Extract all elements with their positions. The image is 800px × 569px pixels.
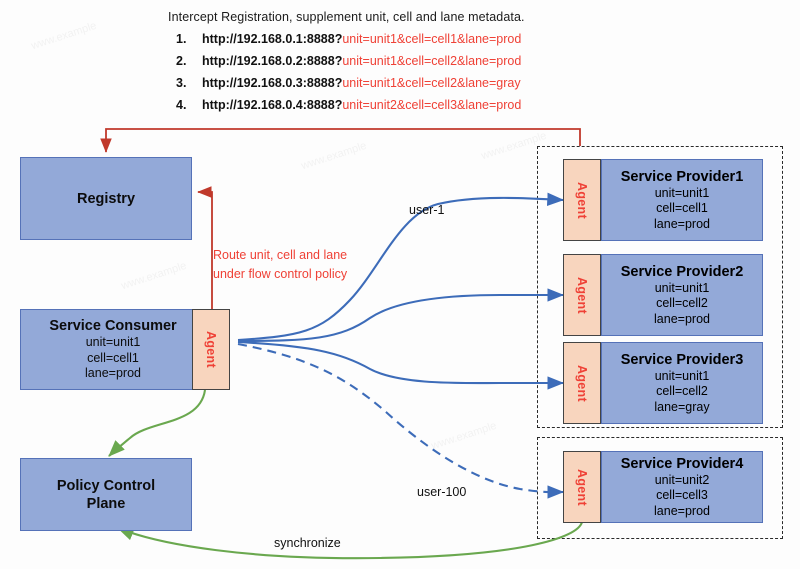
- provider4-body: Service Provider4 unit=unit2 cell=cell3 …: [601, 451, 763, 523]
- provider1-agent[interactable]: Agent: [563, 159, 601, 241]
- url-list-item: 2. http://192.168.0.2:8888? unit=unit1&c…: [168, 54, 638, 69]
- url-base: http://192.168.0.2:8888?: [202, 54, 343, 68]
- url-number: 2.: [176, 54, 187, 68]
- watermark: www.example: [119, 259, 189, 293]
- arrow-route-provider2: [237, 288, 565, 343]
- provider3-agent-label: Agent: [575, 364, 589, 402]
- provider3-agent[interactable]: Agent: [563, 342, 601, 424]
- url-query: unit=unit1&cell=cell1&lane=prod: [342, 32, 522, 46]
- provider1-body: Service Provider1 unit=unit1 cell=cell1 …: [601, 159, 763, 241]
- provider2-agent-label: Agent: [575, 276, 589, 314]
- url-number: 1.: [176, 32, 187, 46]
- arrow-route-user100-provider4: [237, 342, 565, 499]
- node-service-provider-3[interactable]: Agent Service Provider3 unit=unit1 cell=…: [563, 342, 763, 424]
- url-query: unit=unit1&cell=cell2&lane=gray: [342, 76, 521, 90]
- url-list-item: 3. http://192.168.0.3:8888? unit=unit1&c…: [168, 76, 638, 91]
- provider4-agent-label: Agent: [575, 468, 589, 506]
- consumer-agent[interactable]: Agent: [192, 309, 230, 390]
- provider2-unit: unit=unit1: [654, 280, 710, 295]
- arrow-consumer-to-registry: [197, 186, 213, 313]
- arrow-consumer-to-policy: [108, 389, 207, 457]
- consumer-agent-label: Agent: [204, 331, 218, 368]
- route-policy-note-line1: Route unit, cell and lane: [213, 248, 348, 262]
- watermark: www.example: [429, 419, 499, 453]
- provider2-title: Service Provider2: [620, 263, 744, 280]
- provider1-title: Service Provider1: [620, 168, 744, 185]
- node-service-provider-2[interactable]: Agent Service Provider2 unit=unit1 cell=…: [563, 254, 763, 336]
- header-block: Intercept Registration, supplement unit,…: [168, 10, 638, 113]
- url-number: 3.: [176, 76, 187, 90]
- url-query: unit=unit2&cell=cell3&lane=prod: [342, 98, 522, 112]
- provider1-unit: unit=unit1: [654, 185, 710, 200]
- provider3-unit: unit=unit1: [654, 368, 710, 383]
- consumer-cell: cell=cell1: [87, 350, 139, 365]
- node-registry[interactable]: Registry: [20, 157, 192, 240]
- provider2-lane: lane=prod: [654, 311, 710, 326]
- watermark: www.example: [29, 19, 99, 53]
- provider2-cell: cell=cell2: [656, 296, 708, 311]
- consumer-lane: lane=prod: [85, 366, 141, 381]
- provider3-lane: lane=gray: [654, 399, 710, 414]
- label-synchronize: synchronize: [274, 536, 341, 550]
- provider3-body: Service Provider3 unit=unit1 cell=cell2 …: [601, 342, 763, 424]
- policy-title-line2: Plane: [86, 495, 126, 512]
- url-base: http://192.168.0.4:8888?: [202, 98, 343, 112]
- arrow-route-provider3: [237, 340, 565, 390]
- url-list-item: 4. http://192.168.0.4:8888? unit=unit2&c…: [168, 98, 638, 113]
- provider3-title: Service Provider3: [620, 351, 744, 368]
- provider4-title: Service Provider4: [620, 455, 744, 472]
- provider4-lane: lane=prod: [654, 503, 710, 518]
- label-user-100: user-100: [417, 485, 467, 499]
- header-title: Intercept Registration, supplement unit,…: [168, 10, 525, 24]
- url-number: 4.: [176, 98, 187, 112]
- provider1-agent-label: Agent: [575, 181, 589, 219]
- node-service-consumer[interactable]: Service Consumer unit=unit1 cell=cell1 l…: [20, 309, 206, 390]
- provider4-agent[interactable]: Agent: [563, 451, 601, 523]
- url-base: http://192.168.0.1:8888?: [202, 32, 343, 46]
- node-service-provider-1[interactable]: Agent Service Provider1 unit=unit1 cell=…: [563, 159, 763, 241]
- route-policy-note-line2: under flow control policy: [213, 267, 348, 281]
- registry-title: Registry: [76, 190, 136, 207]
- url-list-item: 1. http://192.168.0.1:8888? unit=unit1&c…: [168, 32, 638, 47]
- consumer-unit: unit=unit1: [85, 335, 141, 350]
- node-service-provider-4[interactable]: Agent Service Provider4 unit=unit2 cell=…: [563, 451, 763, 523]
- provider3-cell: cell=cell2: [656, 384, 708, 399]
- url-base: http://192.168.0.3:8888?: [202, 76, 343, 90]
- label-user-1: user-1: [409, 203, 445, 217]
- provider2-body: Service Provider2 unit=unit1 cell=cell2 …: [601, 254, 763, 336]
- consumer-title: Service Consumer: [49, 318, 177, 335]
- policy-title-line1: Policy Control: [56, 477, 156, 494]
- url-query: unit=unit1&cell=cell2&lane=prod: [342, 54, 522, 68]
- provider4-unit: unit=unit2: [654, 472, 710, 487]
- provider1-cell: cell=cell1: [656, 201, 708, 216]
- provider2-agent[interactable]: Agent: [563, 254, 601, 336]
- watermark: www.example: [299, 139, 369, 173]
- node-policy-control-plane[interactable]: Policy Control Plane: [20, 458, 192, 531]
- provider4-cell: cell=cell3: [656, 488, 708, 503]
- provider1-lane: lane=prod: [654, 216, 710, 231]
